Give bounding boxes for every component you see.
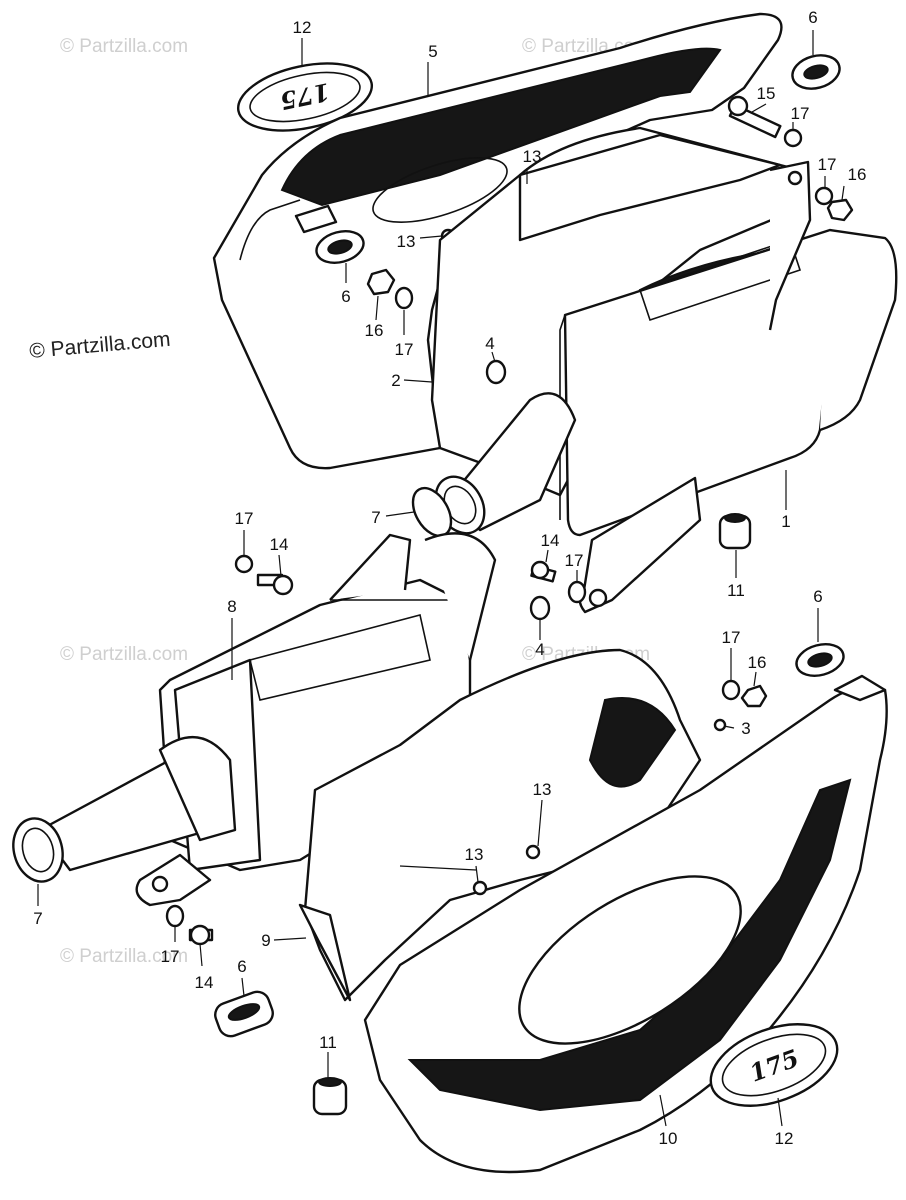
washer — [485, 359, 507, 385]
watermark: © Partzilla.com — [60, 36, 188, 57]
callout-number: 16 — [365, 321, 384, 340]
callout-number: 14 — [541, 531, 560, 550]
callout-number: 12 — [293, 18, 312, 37]
washer — [783, 128, 803, 148]
side-cover-lower — [363, 674, 888, 1174]
callout-number: 17 — [235, 509, 254, 528]
callout-number: 9 — [261, 931, 270, 950]
grommet — [795, 643, 845, 677]
callout-number: 7 — [371, 508, 380, 527]
washer — [567, 580, 587, 604]
washer — [814, 186, 834, 206]
callout-number: 6 — [813, 587, 822, 606]
callout-number: 11 — [727, 581, 745, 600]
clip — [713, 718, 727, 732]
callout-number: 14 — [270, 535, 289, 554]
watermark: © Partzilla.com — [28, 328, 171, 363]
washer — [234, 554, 254, 574]
callout-number: 13 — [465, 845, 484, 864]
callout-number: 13 — [533, 780, 552, 799]
air-cleaner-case-lower — [298, 648, 702, 1002]
callout-labels: 12 5 6 15 17 13 17 16 13 6 16 17 4 2 7 1… — [33, 8, 866, 1148]
emblem-bottom: 175 — [709, 1023, 839, 1107]
callout-number: 17 — [791, 104, 810, 123]
callout-number: 13 — [523, 147, 542, 166]
callout-number: 15 — [757, 84, 776, 103]
mount-hole — [151, 875, 169, 893]
washer — [721, 679, 741, 701]
callout-number: 7 — [33, 909, 42, 928]
callout-number: 6 — [237, 957, 246, 976]
washer — [165, 904, 185, 928]
callout-number: 1 — [781, 512, 790, 531]
callout-number: 17 — [161, 947, 180, 966]
callout-number: 11 — [319, 1033, 337, 1052]
bolt — [530, 560, 557, 583]
callout-number: 10 — [659, 1129, 678, 1148]
callout-number: 4 — [485, 334, 494, 353]
callout-number: 17 — [722, 628, 741, 647]
callout-number: 3 — [741, 719, 750, 738]
callout-number: 13 — [397, 232, 416, 251]
washer — [394, 286, 414, 310]
grommet — [312, 1077, 348, 1116]
washer — [529, 595, 551, 621]
mounting-bracket — [135, 853, 212, 907]
callout-number: 6 — [808, 8, 817, 27]
nut — [740, 684, 768, 708]
watermark: © Partzilla.com — [60, 644, 188, 665]
air-filter-upper — [559, 160, 898, 614]
bolt — [188, 924, 214, 946]
callout-number: 17 — [395, 340, 414, 359]
callout-number: 2 — [391, 371, 400, 390]
leader-lines — [37, 30, 845, 1127]
grommet — [214, 990, 274, 1038]
intake-tube-lower — [12, 736, 237, 883]
grommet — [791, 54, 841, 90]
bolt — [256, 573, 294, 596]
callout-number: 5 — [428, 42, 437, 61]
callout-number: 16 — [748, 653, 767, 672]
grommet — [315, 230, 365, 264]
nut — [826, 198, 854, 222]
callout-number: 16 — [848, 165, 867, 184]
callout-number: 8 — [227, 597, 236, 616]
emblem-top: 175 — [236, 62, 374, 132]
nut — [366, 268, 396, 296]
callout-number: 6 — [341, 287, 350, 306]
callout-number: 12 — [775, 1129, 794, 1148]
callout-number: 17 — [818, 155, 837, 174]
callout-number: 4 — [535, 640, 544, 659]
callout-number: 17 — [565, 551, 584, 570]
grommet — [718, 513, 752, 550]
watermark: © Partzilla.com — [60, 946, 188, 967]
side-cover-upper — [212, 12, 783, 470]
callout-number: 14 — [195, 973, 214, 992]
bolt — [727, 95, 782, 139]
